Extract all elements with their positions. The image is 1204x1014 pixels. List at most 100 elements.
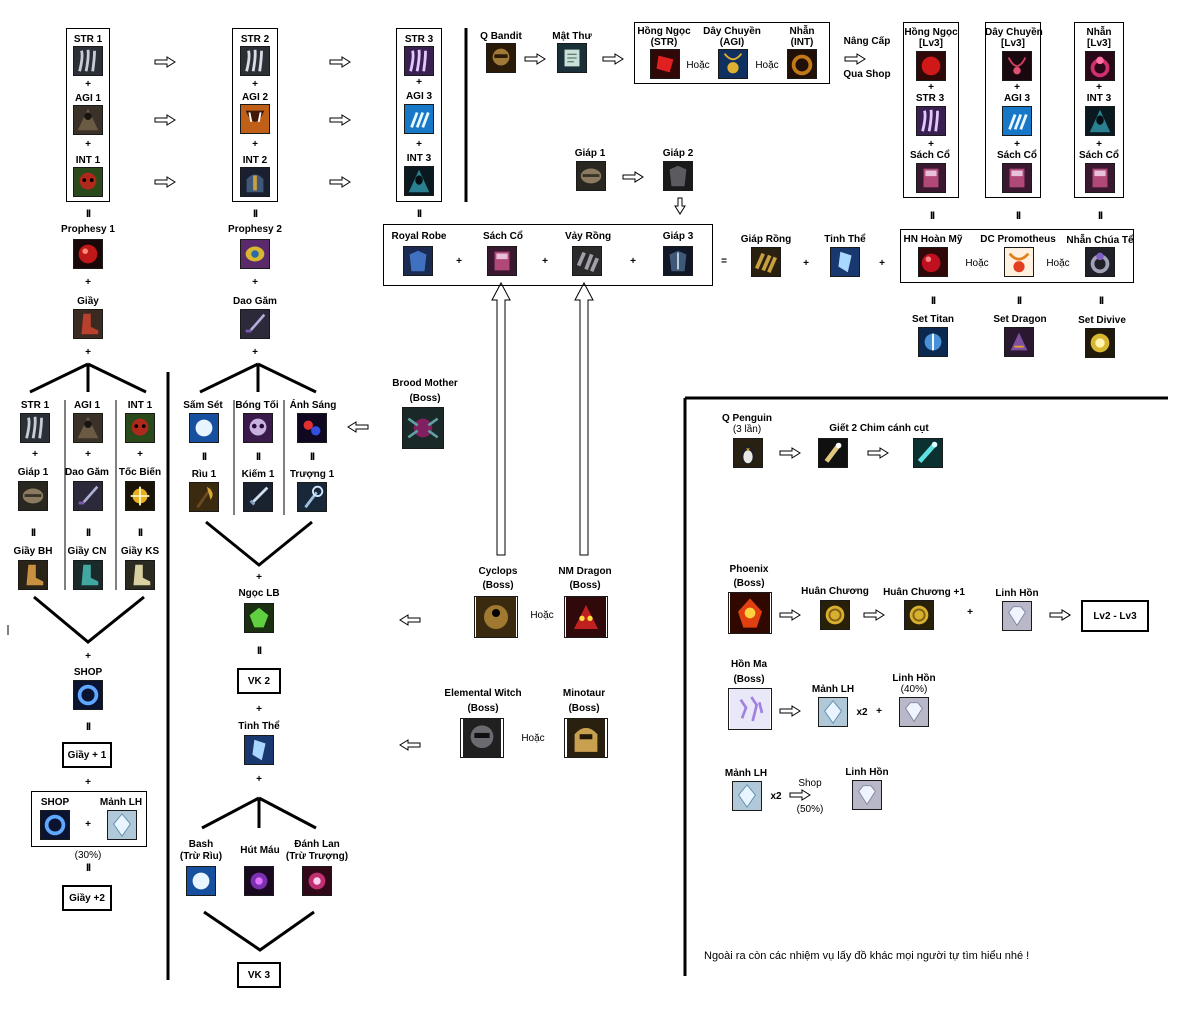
armor-icon[interactable] xyxy=(663,246,693,276)
label-daychuyen: Dây Chuyền xyxy=(703,26,761,37)
label-sachco: Sách Cổ xyxy=(996,150,1037,161)
label-giap3: Giáp 3 xyxy=(662,231,694,242)
hood-icon[interactable] xyxy=(404,166,434,196)
boss-icon[interactable] xyxy=(564,718,608,758)
label-boss: (Boss) xyxy=(409,393,441,404)
shard-icon[interactable] xyxy=(818,697,848,727)
lightning-orb-icon[interactable] xyxy=(186,866,216,896)
ring-icon[interactable] xyxy=(1085,51,1115,81)
staff-icon[interactable] xyxy=(297,482,327,512)
boss-icon[interactable] xyxy=(460,718,504,758)
dragon-icon[interactable] xyxy=(1004,327,1034,357)
claw-icon[interactable] xyxy=(20,413,50,443)
skull-mask-icon[interactable] xyxy=(73,167,103,197)
bandit-icon[interactable] xyxy=(486,43,516,73)
cloak-icon[interactable] xyxy=(73,105,103,135)
crystal-icon[interactable] xyxy=(913,438,943,468)
orb-icon[interactable] xyxy=(73,239,103,269)
label-kiem1: Kiếm 1 xyxy=(241,469,275,480)
crystal-icon[interactable] xyxy=(244,735,274,765)
dragon-armor-icon[interactable] xyxy=(751,247,781,277)
crystal-icon[interactable] xyxy=(830,247,860,277)
diamond-icon[interactable] xyxy=(852,780,882,810)
scroll-icon[interactable] xyxy=(557,43,587,73)
titan-icon[interactable] xyxy=(918,327,948,357)
ruby-icon[interactable] xyxy=(650,49,680,79)
diamond-icon[interactable] xyxy=(1002,601,1032,631)
label-danhlan: Đánh Lan xyxy=(294,839,340,850)
book-icon[interactable] xyxy=(916,163,946,193)
book-icon[interactable] xyxy=(487,246,517,276)
plus: + xyxy=(1096,82,1102,93)
coin-icon[interactable] xyxy=(904,600,934,630)
penguin-icon[interactable] xyxy=(733,438,763,468)
ice-claw-icon[interactable] xyxy=(1002,106,1032,136)
eq: II xyxy=(201,451,207,463)
shard-icon[interactable] xyxy=(107,810,137,840)
skull-mask-icon[interactable] xyxy=(125,413,155,443)
label-hn-lv3: Hồng Ngọc xyxy=(904,27,958,38)
vampire-orb-icon[interactable] xyxy=(244,866,274,896)
boss-icon[interactable] xyxy=(474,596,518,638)
shard-icon[interactable] xyxy=(732,781,762,811)
boss-icon[interactable] xyxy=(728,592,772,634)
boot-icon[interactable] xyxy=(73,560,103,590)
diamond-icon[interactable] xyxy=(899,697,929,727)
dagger-icon[interactable] xyxy=(73,481,103,511)
plus: + xyxy=(252,79,258,90)
ruby-orb-icon[interactable] xyxy=(916,51,946,81)
book-icon[interactable] xyxy=(1085,163,1115,193)
label-x2: x2 xyxy=(770,791,782,802)
boss-icon[interactable] xyxy=(728,688,772,730)
potion-icon[interactable] xyxy=(818,438,848,468)
amulet-icon[interactable] xyxy=(718,49,748,79)
amulet-icon[interactable] xyxy=(1004,247,1034,277)
helmet-icon[interactable] xyxy=(240,167,270,197)
divine-orb-icon[interactable] xyxy=(1085,328,1115,358)
claw-icon[interactable] xyxy=(73,46,103,76)
ruby-orb-icon[interactable] xyxy=(918,247,948,277)
label-lv3: [Lv3] xyxy=(1001,38,1025,49)
plus: + xyxy=(876,706,882,717)
splash-orb-icon[interactable] xyxy=(302,866,332,896)
cloak-icon[interactable] xyxy=(73,413,103,443)
robe-icon[interactable] xyxy=(403,246,433,276)
ghost-skull-icon[interactable] xyxy=(243,413,273,443)
portal-icon[interactable] xyxy=(40,810,70,840)
dagger-icon[interactable] xyxy=(240,309,270,339)
lightning-orb-icon[interactable] xyxy=(189,413,219,443)
boot-icon[interactable] xyxy=(125,560,155,590)
ring-icon[interactable] xyxy=(787,49,817,79)
boss-icon[interactable] xyxy=(402,407,444,449)
claw-icon[interactable] xyxy=(916,106,946,136)
ring-icon[interactable] xyxy=(1085,247,1115,277)
gem-icon[interactable] xyxy=(244,603,274,633)
label-nmdragon: NM Dragon xyxy=(558,566,612,577)
boot-icon[interactable] xyxy=(73,309,103,339)
giay-p2-box: Giầy +2 xyxy=(62,885,112,911)
sword-icon[interactable] xyxy=(243,482,273,512)
boot-icon[interactable] xyxy=(18,560,48,590)
label-u-agi3: AGI 3 xyxy=(1003,93,1031,104)
boss-icon[interactable] xyxy=(564,596,608,638)
scarab-icon[interactable] xyxy=(240,239,270,269)
light-orb-icon[interactable] xyxy=(297,413,327,443)
portal-icon[interactable] xyxy=(73,680,103,710)
giay-p1-box: Giầy + 1 xyxy=(62,742,112,768)
hood-icon[interactable] xyxy=(1085,106,1115,136)
scale-icon[interactable] xyxy=(572,246,602,276)
blink-icon[interactable] xyxy=(125,481,155,511)
ice-claw-icon[interactable] xyxy=(404,104,434,134)
label-brood: Brood Mother xyxy=(392,378,458,389)
label-sachco-armor: Sách Cổ xyxy=(482,231,523,242)
armor-icon[interactable] xyxy=(576,161,606,191)
necklace-icon[interactable] xyxy=(1002,51,1032,81)
robe-icon[interactable] xyxy=(663,161,693,191)
claw-icon[interactable] xyxy=(404,46,434,76)
fang-icon[interactable] xyxy=(240,104,270,134)
book-icon[interactable] xyxy=(1002,163,1032,193)
armor-icon[interactable] xyxy=(18,481,48,511)
axe-icon[interactable] xyxy=(189,482,219,512)
coin-icon[interactable] xyxy=(820,600,850,630)
claw-icon[interactable] xyxy=(240,46,270,76)
